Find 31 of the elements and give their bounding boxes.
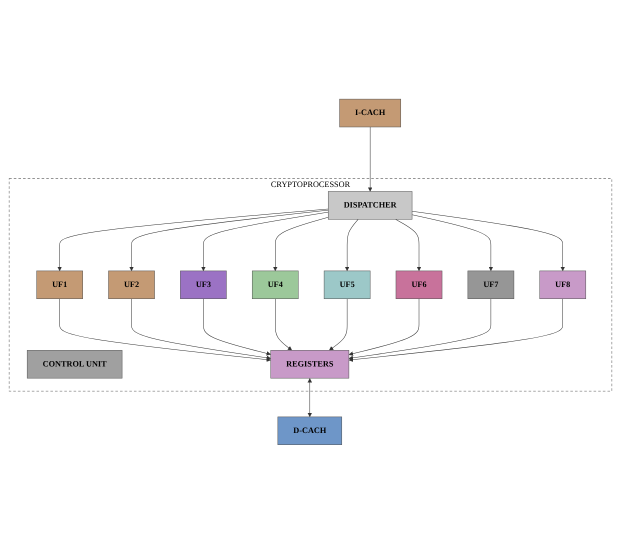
arrow (348, 298, 420, 356)
node-box: D-CACH (278, 416, 342, 446)
node-box: REGISTERS (270, 350, 350, 379)
arrow (348, 298, 563, 362)
arrow (203, 298, 271, 356)
node-box: CONTROL UNIT (26, 350, 122, 379)
arrow (348, 298, 492, 360)
arrow (412, 211, 566, 272)
arrow (131, 298, 271, 360)
arrow (368, 126, 372, 192)
node-box: DISPATCHER (328, 191, 412, 220)
node-box: UF8 (539, 270, 586, 300)
arrow (57, 208, 328, 272)
node-box: UF3 (180, 270, 227, 300)
arrow (328, 298, 348, 351)
arrow (201, 212, 328, 272)
node-box: UF5 (324, 270, 370, 300)
arrow (344, 219, 358, 272)
arrow (129, 210, 328, 272)
arrow (273, 217, 328, 272)
arrow (395, 219, 422, 272)
arrow (275, 298, 292, 351)
node-box: UF7 (468, 270, 514, 300)
node-box: UF2 (108, 270, 155, 300)
arrow (308, 378, 312, 418)
arrow (59, 298, 271, 362)
node-box: UF6 (396, 270, 442, 300)
node-box: UF4 (252, 270, 299, 300)
arrow (412, 214, 494, 272)
node-box: I-CACH (339, 98, 402, 128)
node-box: UF1 (36, 270, 83, 300)
